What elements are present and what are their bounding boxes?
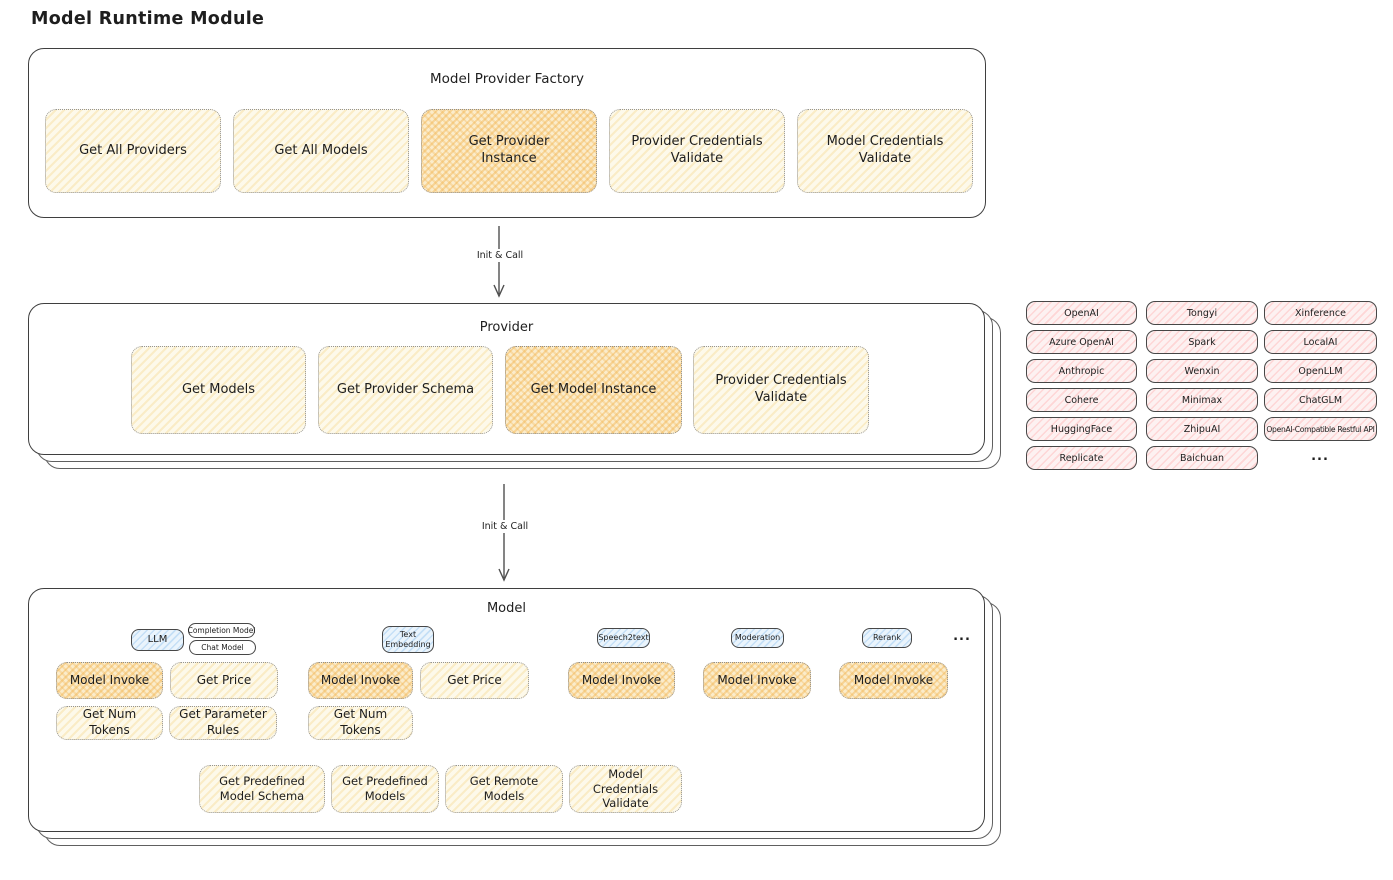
model-btn-get-price-llm: Get Price xyxy=(170,662,278,699)
factory-btn-provider-credentials-validate: Provider Credentials Validate xyxy=(609,109,785,193)
arrow-label-init-call-1: Init & Call xyxy=(462,249,538,262)
model-btn-get-parameter-rules: Get Parameter Rules xyxy=(169,706,277,740)
model-btn-get-remote-models: Get Remote Models xyxy=(445,765,563,813)
tab-moderation: Moderation xyxy=(731,628,784,648)
provider-chip: Wenxin xyxy=(1146,359,1258,383)
provider-btn-get-model-instance: Get Model Instance xyxy=(505,346,682,434)
factory-btn-model-credentials-validate: Model Credentials Validate xyxy=(797,109,973,193)
arrow-down-icon xyxy=(493,226,505,298)
badge-completion-model: Completion Model xyxy=(188,623,255,638)
tab-llm: LLM xyxy=(131,629,184,651)
model-btn-get-num-tokens-llm: Get Num Tokens xyxy=(56,706,163,740)
provider-btn-get-models: Get Models xyxy=(131,346,306,434)
factory-btn-get-provider-instance: Get Provider Instance xyxy=(421,109,597,193)
badge-chat-model: Chat Model xyxy=(189,640,256,655)
diagram-title: Model Runtime Module xyxy=(31,9,265,29)
provider-chip: Baichuan xyxy=(1146,446,1258,470)
model-btn-get-num-tokens-text-embedding: Get Num Tokens xyxy=(308,706,413,740)
model-btn-invoke-rerank: Model Invoke xyxy=(839,662,948,699)
factory-box: Model Provider Factory Get All Providers… xyxy=(28,48,986,218)
model-btn-invoke-text-embedding: Model Invoke xyxy=(308,662,413,699)
tab-text-embedding: Text Embedding xyxy=(382,626,434,653)
factory-btn-get-all-models: Get All Models xyxy=(233,109,409,193)
model-btn-get-predefined-models: Get Predefined Models xyxy=(331,765,439,813)
provider-chip: OpenAI-Compatible Restful API xyxy=(1264,417,1377,441)
provider-chip: HuggingFace xyxy=(1026,417,1137,441)
provider-chip: Xinference xyxy=(1264,301,1377,325)
model-btn-get-predefined-model-schema: Get Predefined Model Schema xyxy=(199,765,325,813)
tab-rerank: Rerank xyxy=(862,628,912,648)
model-box: Model LLM Completion Model Chat Model Te… xyxy=(28,588,985,832)
provider-chip: ChatGLM xyxy=(1264,388,1377,412)
provider-chip: LocalAI xyxy=(1264,330,1377,354)
model-btn-invoke-llm: Model Invoke xyxy=(56,662,163,699)
provider-chip: Tongyi xyxy=(1146,301,1258,325)
factory-btn-get-all-providers: Get All Providers xyxy=(45,109,221,193)
provider-btn-get-provider-schema: Get Provider Schema xyxy=(318,346,493,434)
arrow-label-init-call-2: Init & Call xyxy=(467,520,543,533)
provider-chip: Minimax xyxy=(1146,388,1258,412)
provider-btn-provider-credentials-validate: Provider Credentials Validate xyxy=(693,346,869,434)
model-btn-invoke-speech2text: Model Invoke xyxy=(568,662,675,699)
provider-chip: Azure OpenAI xyxy=(1026,330,1137,354)
provider-title: Provider xyxy=(479,320,534,335)
provider-chip: OpenLLM xyxy=(1264,359,1377,383)
provider-chip: OpenAI xyxy=(1026,301,1137,325)
provider-list-ellipsis: ... xyxy=(1311,449,1329,464)
provider-box: Provider Get Models Get Provider Schema … xyxy=(28,303,985,455)
arrow-down-icon xyxy=(498,484,510,582)
tabs-ellipsis: ... xyxy=(953,629,971,644)
provider-chip: Spark xyxy=(1146,330,1258,354)
model-btn-model-credentials-validate: Model Credentials Validate xyxy=(569,765,682,813)
model-btn-invoke-moderation: Model Invoke xyxy=(703,662,811,699)
provider-chip: ZhipuAI xyxy=(1146,417,1258,441)
provider-chip: Replicate xyxy=(1026,446,1137,470)
tab-speech2text: Speech2text xyxy=(597,628,650,648)
provider-chip: Cohere xyxy=(1026,388,1137,412)
provider-chip: Anthropic xyxy=(1026,359,1137,383)
model-title: Model xyxy=(486,601,527,616)
factory-title: Model Provider Factory xyxy=(429,71,584,87)
model-btn-get-price-text-embedding: Get Price xyxy=(420,662,529,699)
